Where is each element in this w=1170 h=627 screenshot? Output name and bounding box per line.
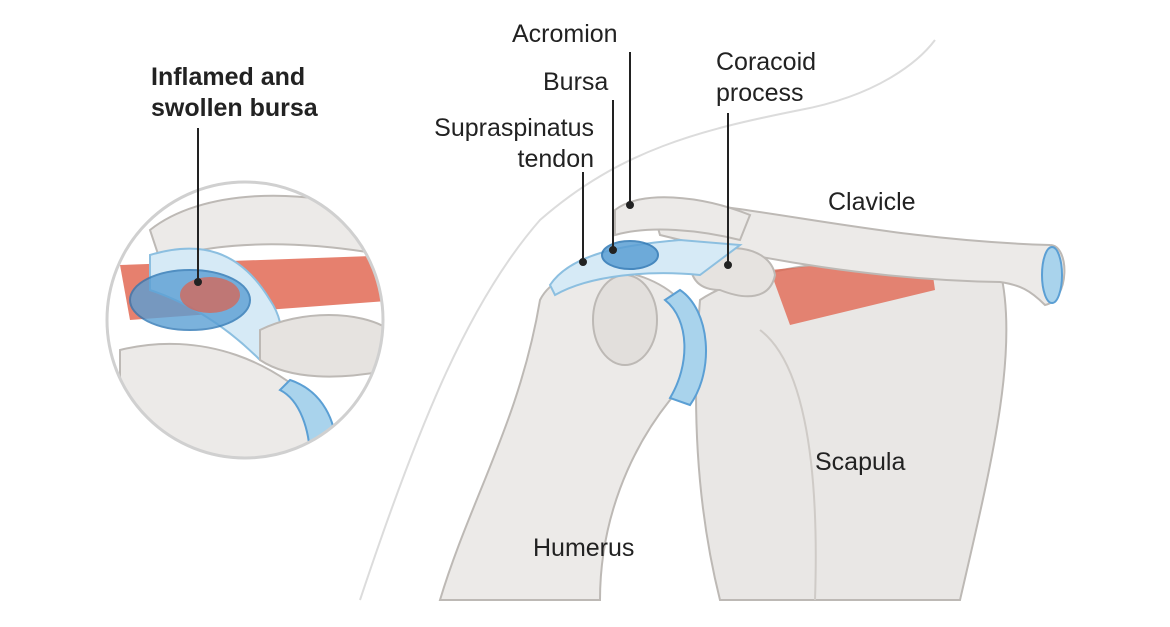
label-line: Supraspinatus: [434, 114, 594, 142]
glenoid-cartilage: [663, 288, 707, 407]
label-line: swollen bursa: [151, 94, 318, 122]
inflamed-bursa-redness: [180, 277, 240, 313]
clavicle-end-cartilage: [1041, 246, 1063, 304]
inset-coracoid: [259, 314, 383, 378]
label-line: Inflamed and: [151, 63, 306, 91]
label-acromion: Acromion: [512, 20, 618, 48]
scapula-ridge: [759, 329, 817, 601]
label-line: Coracoid: [716, 48, 817, 76]
label-humerus: Humerus: [533, 534, 635, 562]
bursa: [601, 240, 659, 270]
inset-border: [105, 180, 385, 460]
label-coracoid-process: Coracoid process: [716, 47, 816, 109]
humeral-head: [592, 274, 658, 366]
body-outline: [359, 39, 936, 601]
label-scapula: Scapula: [815, 448, 906, 476]
acromion-bone: [614, 196, 752, 242]
label-inflamed-bursa: Inflamed and swollen bursa: [151, 62, 318, 124]
label-supraspinatus-tendon: Supraspinatus tendon: [394, 113, 594, 175]
label-bursa: Bursa: [543, 68, 609, 96]
label-clavicle: Clavicle: [828, 188, 916, 216]
scapula-bone: [695, 259, 1008, 601]
label-line: tendon: [517, 145, 594, 173]
label-line: process: [716, 79, 804, 107]
leader-lines: [194, 52, 732, 286]
